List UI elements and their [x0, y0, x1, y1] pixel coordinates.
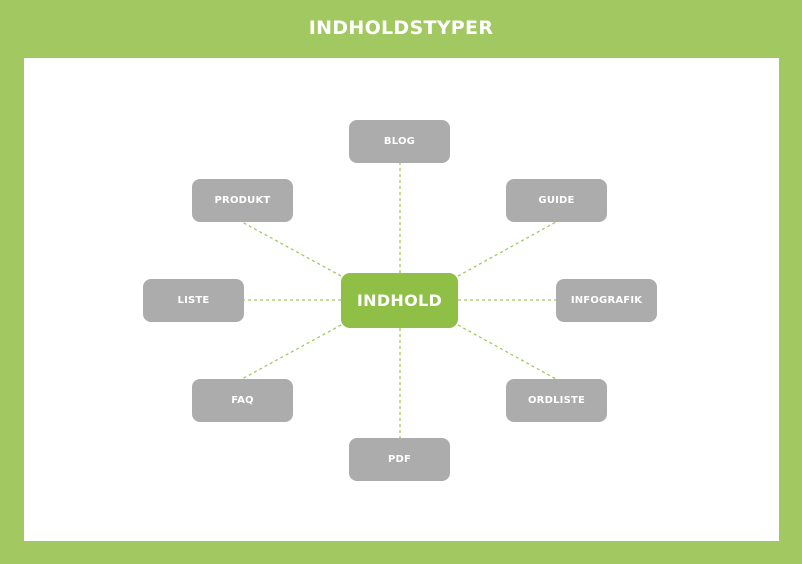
- connector-guide: [457, 221, 557, 277]
- node-guide: GUIDE: [506, 179, 607, 222]
- connector-produkt: [241, 221, 342, 277]
- connector-ordliste: [457, 324, 557, 380]
- diagram-title: INDHOLDSTYPER: [308, 17, 494, 39]
- connector-faq: [241, 324, 342, 380]
- node-liste: LISTE: [143, 279, 244, 322]
- node-produkt: PRODUKT: [192, 179, 293, 222]
- node-infografik: INFOGRAFIK: [556, 279, 657, 322]
- node-ordliste: ORDLISTE: [506, 379, 607, 422]
- node-faq: FAQ: [192, 379, 293, 422]
- node-blog: BLOG: [349, 120, 450, 163]
- node-pdf: PDF: [349, 438, 450, 481]
- center-node-indhold: INDHOLD: [341, 273, 458, 328]
